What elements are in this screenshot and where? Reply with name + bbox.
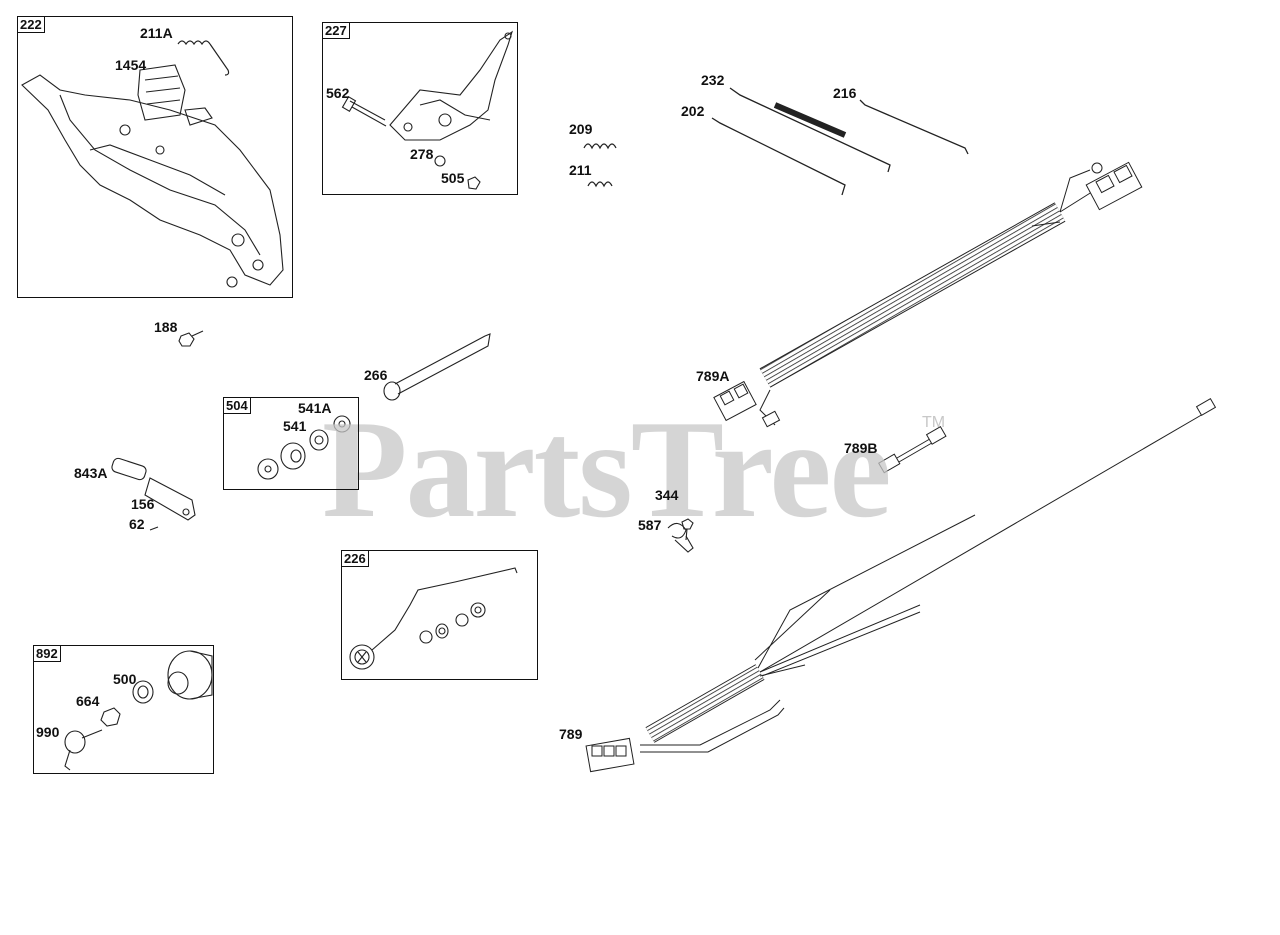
part-label-62[interactable]: 62	[129, 516, 145, 532]
box-227: 227	[322, 22, 518, 195]
part-label-188[interactable]: 188	[154, 319, 178, 335]
part-label-789A[interactable]: 789A	[696, 368, 730, 384]
control-bracket-assembly	[21, 64, 284, 288]
part-label-202[interactable]: 202	[681, 103, 705, 119]
part-label-505[interactable]: 505	[441, 170, 465, 186]
part-label-232[interactable]: 232	[701, 72, 725, 88]
part-label-216[interactable]: 216	[833, 85, 857, 101]
part-label-1454[interactable]: 1454	[115, 57, 147, 73]
springs-209-211	[583, 143, 617, 188]
ignition-switch-kit	[64, 650, 213, 771]
watermark-brand: PartsTree	[322, 392, 892, 547]
part-label-789B[interactable]: 789B	[844, 440, 878, 456]
part-label-562[interactable]: 562	[326, 85, 350, 101]
part-label-344[interactable]: 344	[655, 487, 679, 503]
washer-kit-504	[257, 415, 351, 480]
part-label-278[interactable]: 278	[410, 146, 434, 162]
part-label-541A[interactable]: 541A	[298, 400, 332, 416]
box-504: 504	[223, 397, 359, 490]
box-tag-892[interactable]: 892	[33, 645, 61, 662]
part-label-541[interactable]: 541	[283, 418, 307, 434]
box-tag-222[interactable]: 222	[17, 16, 45, 33]
part-label-664[interactable]: 664	[76, 693, 100, 709]
wire-harness-789A	[713, 161, 1143, 428]
part-label-789[interactable]: 789	[559, 726, 583, 742]
part-label-266[interactable]: 266	[364, 367, 388, 383]
part-label-843A[interactable]: 843A	[74, 465, 108, 481]
part-label-587[interactable]: 587	[638, 517, 662, 533]
box-892: 892	[33, 645, 214, 774]
bolt-188	[178, 330, 204, 347]
wire-harness-789	[585, 397, 1217, 773]
part-label-500[interactable]: 500	[113, 671, 137, 687]
box-tag-226[interactable]: 226	[341, 550, 369, 567]
part-label-209[interactable]: 209	[569, 121, 593, 137]
jumper-789B	[878, 425, 947, 474]
part-label-990[interactable]: 990	[36, 724, 60, 740]
shaft-266	[383, 333, 491, 401]
box-tag-504[interactable]: 504	[223, 397, 251, 414]
choke-cable-226	[349, 567, 518, 670]
throttle-bracket	[341, 30, 513, 190]
spring-211A	[177, 40, 230, 76]
box-226: 226	[341, 550, 538, 680]
watermark-trademark: TM	[922, 414, 946, 431]
box-222: 222	[17, 16, 293, 298]
box-tag-227[interactable]: 227	[322, 22, 350, 39]
screw-clamp	[667, 518, 694, 553]
rods	[711, 87, 969, 196]
pad-lever-screw	[111, 457, 196, 531]
part-label-156[interactable]: 156	[131, 496, 155, 512]
part-label-211[interactable]: 211	[569, 162, 592, 178]
part-label-211A[interactable]: 211A	[140, 25, 173, 41]
